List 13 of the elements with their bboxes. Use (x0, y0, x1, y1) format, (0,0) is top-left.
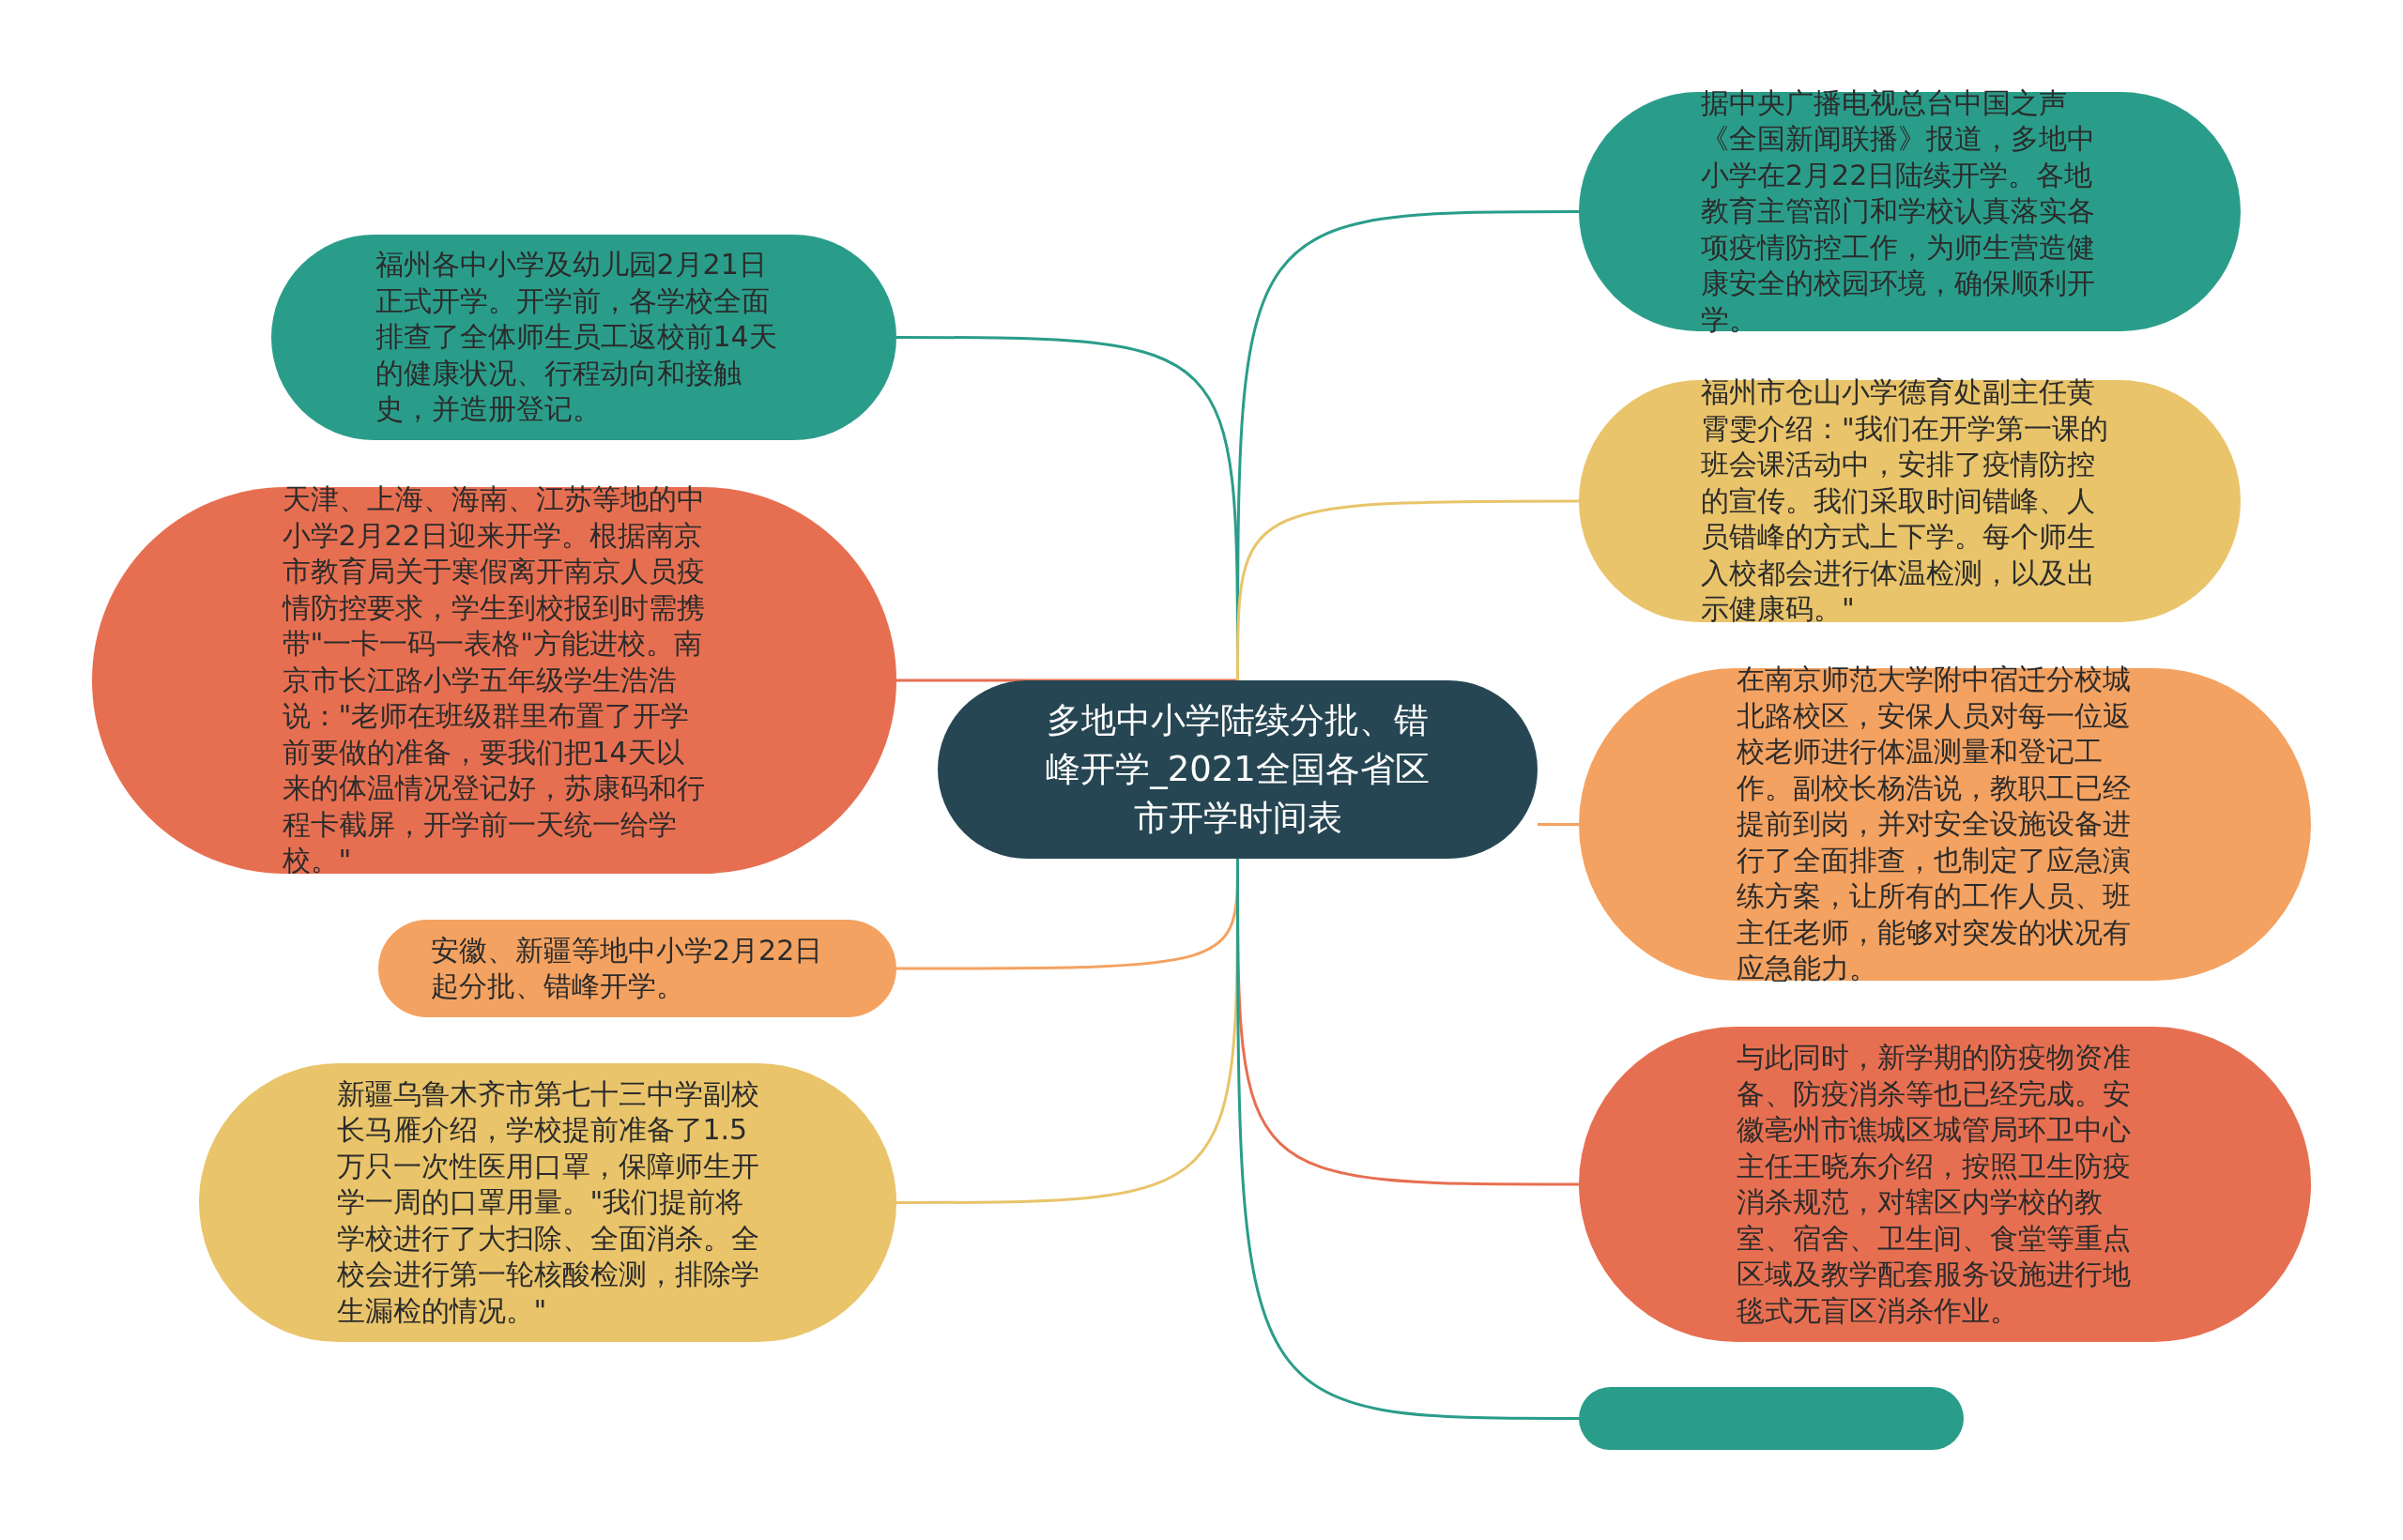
topic-title: 多地中小学陆续分批、错峰开学_2021全国各省区市开学时间表 (1045, 699, 1431, 840)
topic-text: 福州市仓山小学德育处副主任黄霄雯介绍："我们在开学第一课的班会课活动中，安排了疫情防控的宣传。我们采取时间错峰、人员错峰的方式上下学。每个师生入校都会进行体温检测，以及出示健康码。" (1701, 374, 2109, 628)
topic-text: 福州各中小学及幼儿园2月21日正式开学。开学前，各学校全面排查了全体师生员工返校前14天的健康状况、行程动向和接触史，并造册登记。 (375, 247, 778, 428)
connector-line (1236, 859, 1579, 1420)
topic-text: 天津、上海、海南、江苏等地的中小学2月22日迎来开学。根据南京市教育局关于寒假离开南京人员疫情防控要求，学生到校报到时需携带"一卡一码一表格"方能进校。南京市长江路小学五年级学生浩浩说："老师在班级群里布置了开学前要做的准备，要我们把14天以来的体温情况登记好，苏康码和行程卡截屏，开学前一天统一给学校。" (282, 481, 706, 879)
topic-text: 与此同时，新学期的防疫物资准备、防疫消杀等也已经完成。安徽亳州市谯城区城管局环卫中心主任王晓东介绍，按照卫生防疫消杀规范，对辖区内学校的教室、宿舍、卫生间、食堂等重点区域及教学配套服务设施进行地毯式无盲区消杀作业。 (1736, 1040, 2132, 1329)
connector-line (896, 679, 1238, 682)
topic-text: 据中央广播电视总台中国之声《全国新闻联播》报道，多地中小学在2月22日陆续开学。各地教育主管部门和学校认真落实各项疫情防控工作，为师生营造健康安全的校园环境，确保顺利开学。 (1701, 84, 2096, 338)
connector-line (1538, 823, 1579, 826)
connector-line (1236, 499, 1579, 680)
topic-text: 在南京师范大学附中宿迁分校城北路校区，安保人员对每一位返校老师进行体温测量和登记工作。副校长杨浩说，教职工已经提前到岗，并对安全设施设备进行了全面排查，也制定了应急演练方案，让所有的工作人员、班主任老师，能够对突发的状况有应急能力。 (1736, 662, 2132, 987)
topic-text: 安徽、新疆等地中小学2月22日起分批、错峰开学。 (431, 932, 824, 1004)
topic-text: 新疆乌鲁木齐市第七十三中学副校长马雁介绍，学校提前准备了1.5万只一次性医用口罩，保障师生开学一周的口罩用量。"我们提前将学校进行了大扫除、全面消杀。全校会进行第一轮核酸检测，排除学生漏检的情况。" (336, 1075, 759, 1329)
